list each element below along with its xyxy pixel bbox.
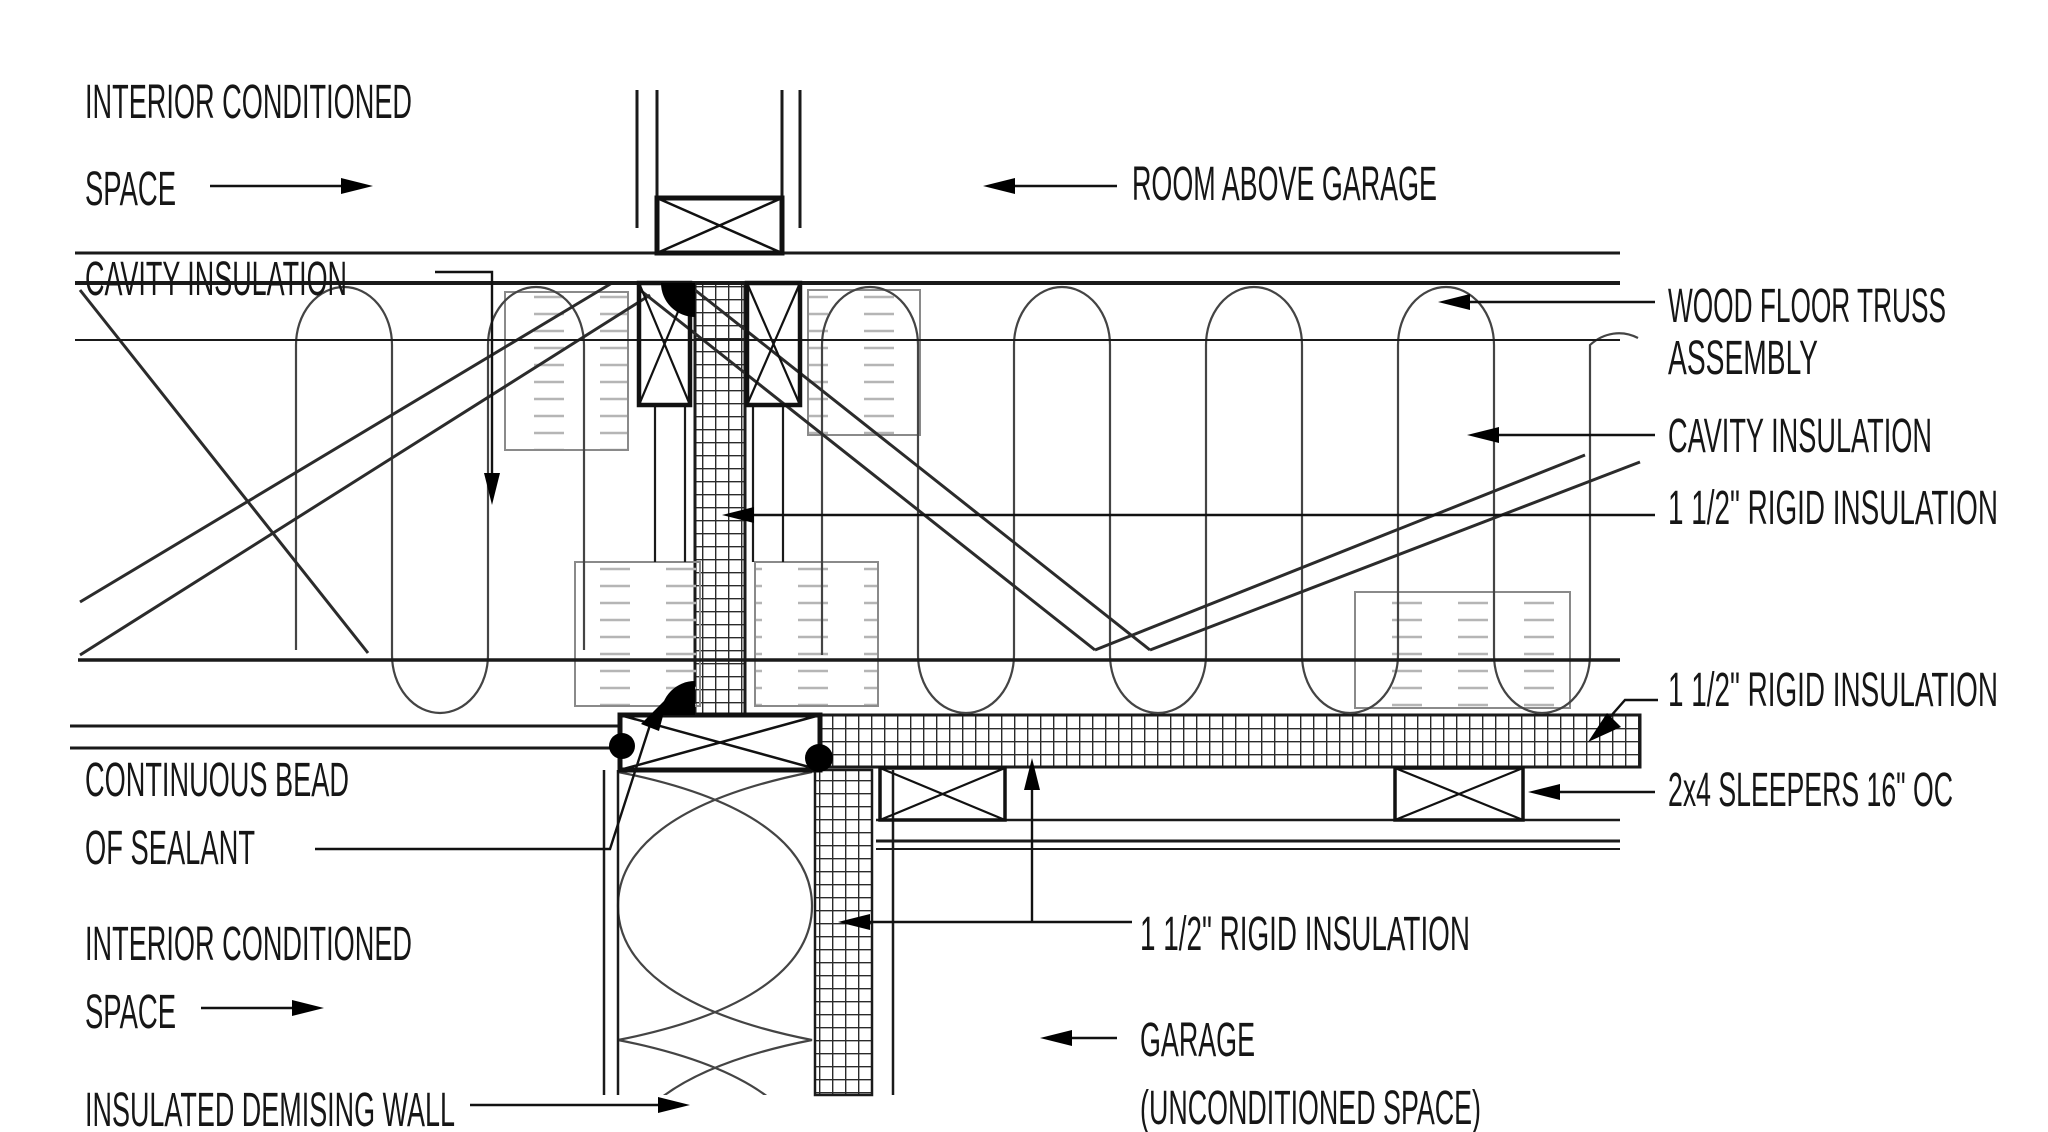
rigid-insulation-horizontal-band	[818, 713, 1642, 769]
label-cavity-insulation-left: CAVITY INSULATION	[85, 253, 347, 306]
wall-batt-curve	[617, 770, 814, 1095]
wall-batt-curve	[616, 770, 813, 1095]
truss-web	[1149, 460, 1641, 652]
truss-web	[79, 293, 651, 657]
label-wood-floor-truss-1: WOOD FLOOR TRUSS	[1668, 280, 1946, 333]
arrow-diagonal-icon	[1588, 713, 1621, 742]
arrow-left-icon	[1528, 784, 1560, 800]
batt-block	[1354, 591, 1571, 709]
batt-block	[807, 289, 921, 436]
framing-boxes	[617, 195, 1525, 822]
label-sealant-1: CONTINUOUS BEAD	[85, 754, 349, 807]
arrow-left-icon	[722, 507, 754, 523]
arrow-left-icon	[1467, 427, 1499, 443]
arrow-down-icon	[484, 473, 500, 505]
arrow-diagonal-icon	[641, 697, 668, 731]
label-room-above-garage: ROOM ABOVE GARAGE	[1132, 158, 1437, 211]
arrow-left-icon	[1438, 294, 1470, 310]
arrow-right-icon	[341, 178, 373, 194]
label-sealant-2: OF SEALANT	[85, 822, 255, 875]
label-insulated-demising-wall: INSULATED DEMISING WALL	[85, 1084, 455, 1132]
stud-box-right	[744, 280, 803, 408]
sealant-dot-right	[805, 744, 833, 772]
sleeper-box-right	[1393, 766, 1525, 822]
rigid-insulation-hatch-group	[693, 281, 1642, 1097]
label-interior-conditioned-top-1: INTERIOR CONDITIONED	[85, 76, 412, 129]
truss-webs	[78, 281, 1641, 657]
batt-block	[504, 291, 629, 451]
sealant-bead-mid	[661, 681, 695, 715]
arrow-left-icon	[838, 914, 870, 930]
label-sleepers: 2x4 SLEEPERS 16" OC	[1668, 764, 1953, 817]
sleeper-box-left	[878, 766, 1007, 822]
label-wood-floor-truss-2: ASSEMBLY	[1668, 332, 1818, 385]
label-garage-2: (UNCONDITIONED SPACE)	[1140, 1082, 1481, 1132]
batt-insulation-blocks	[504, 289, 1571, 709]
arrow-left-icon	[1040, 1030, 1072, 1046]
truss-web	[1094, 453, 1586, 652]
arrow-left-icon	[983, 178, 1015, 194]
leader-rigid-bottom	[870, 790, 1132, 924]
label-cavity-insulation-right: CAVITY INSULATION	[1668, 410, 1932, 463]
batt-loops-right	[820, 285, 1639, 715]
leader-sealant	[315, 724, 652, 851]
wall-batt-zigzag	[616, 770, 814, 1095]
leader-cavity-left	[435, 270, 494, 473]
batt-block	[574, 561, 701, 707]
label-rigid-insulation-upper-right: 1 1/2" RIGID INSULATION	[1668, 482, 1998, 535]
rigid-insulation-wall-strip	[813, 768, 874, 1097]
batt-block	[754, 561, 879, 707]
truss-web	[639, 288, 1096, 652]
arrow-right-icon	[658, 1097, 690, 1113]
label-interior-conditioned-top-2: SPACE	[85, 163, 176, 216]
label-rigid-insulation-lower-right: 1 1/2" RIGID INSULATION	[1668, 664, 1998, 717]
arrow-right-icon	[292, 1000, 324, 1016]
batt-loops-left	[294, 285, 586, 715]
label-rigid-insulation-bottom: 1 1/2" RIGID INSULATION	[1140, 908, 1470, 961]
sealant-bead-top	[661, 283, 695, 317]
label-garage-1: GARAGE	[1140, 1014, 1255, 1067]
arrowheads	[292, 178, 1621, 1113]
annotations: INTERIOR CONDITIONED SPACE CAVITY INSULA…	[85, 76, 1998, 1132]
rigid-insulation-vertical-strip	[693, 281, 747, 717]
label-interior-conditioned-low-2: SPACE	[85, 986, 176, 1039]
label-interior-conditioned-low-1: INTERIOR CONDITIONED	[85, 918, 412, 971]
cavity-insulation-loops	[294, 285, 1639, 1095]
truss-web	[78, 289, 370, 654]
truss-web	[79, 281, 613, 604]
sealant-beads	[609, 283, 833, 772]
blocking-above	[654, 195, 785, 256]
arrow-up-icon	[1024, 758, 1040, 790]
sealant-dot-left	[609, 733, 635, 759]
